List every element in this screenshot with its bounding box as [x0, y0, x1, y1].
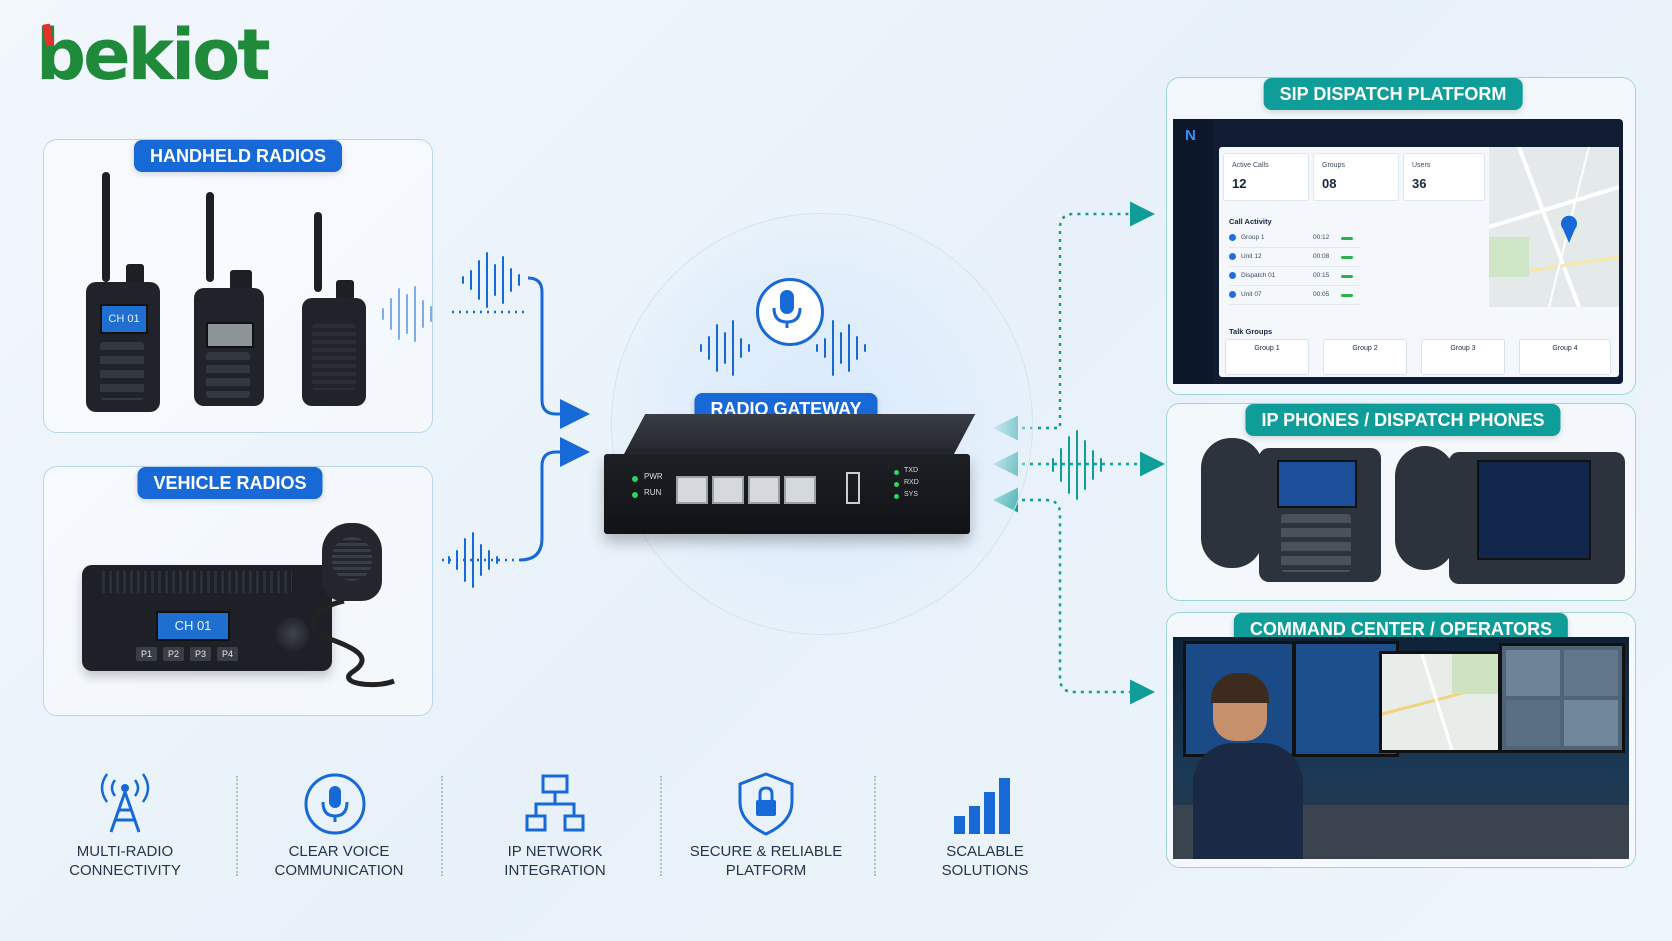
talk-group-card: Group 1 [1225, 339, 1309, 375]
handheld-radio-1: CH 01 [86, 172, 160, 412]
ip-phone-1 [1201, 438, 1381, 586]
pwr-label: PWR [644, 472, 663, 481]
usb-port [846, 472, 860, 504]
feature-divider [660, 776, 662, 876]
vehicle-button-p4: P4 [217, 647, 239, 661]
handheld-radios-panel: HANDHELD RADIOS CH 01 [43, 139, 433, 433]
vehicle-button-p1: P1 [136, 647, 158, 661]
ip-phones-panel: IP PHONES / DISPATCH PHONES [1166, 403, 1636, 601]
sys-label: SYS [904, 491, 919, 498]
vehicle-radio-screen: CH 01 [156, 611, 230, 641]
logo-text: bekiot [36, 14, 271, 96]
handheld-radio-3 [302, 212, 366, 406]
feature-divider [874, 776, 876, 876]
handheld-radios-label: HANDHELD RADIOS [133, 140, 343, 172]
handheld-wave-lower [382, 284, 452, 344]
vehicle-button-p2: P2 [163, 647, 185, 661]
signal-bars-icon [954, 778, 1010, 834]
vehicle-button-p3: P3 [190, 647, 212, 661]
talk-group-card: Group 2 [1323, 339, 1407, 375]
antenna-tower-icon [100, 773, 150, 833]
network-tree-icon [525, 774, 585, 832]
txd-label: TXD [904, 467, 918, 474]
run-label: RUN [644, 488, 662, 497]
handheld-radio-2 [194, 192, 264, 406]
feature-divider [236, 776, 238, 876]
phones-wave [1052, 430, 1122, 500]
rxd-label: RXD [904, 479, 919, 486]
ethernet-ports [676, 476, 816, 504]
vehicle-radio-unit: CH 01 P1 P2 P3 P4 [82, 565, 332, 671]
microphone-icon [304, 773, 366, 835]
radio-gateway-device: PWR RUN TXD RXD SYS [604, 414, 976, 534]
ip-phone-2 [1395, 446, 1625, 586]
volume-knob [276, 617, 310, 651]
sip-dispatch-label: SIP DISPATCH PLATFORM [1263, 78, 1523, 110]
call-activity-title: Call Activity [1229, 217, 1272, 226]
command-center-scene [1173, 637, 1629, 859]
gateway-voice-wave-left [700, 320, 760, 376]
vehicle-radios-panel: VEHICLE RADIOS CH 01 P1 P2 P3 P4 [43, 466, 433, 716]
dashboard-map [1489, 147, 1619, 307]
mic-coil-cable [311, 598, 395, 688]
vehicle-radios-label: VEHICLE RADIOS [137, 467, 323, 499]
gateway-voice-wave-right [816, 320, 876, 376]
operator-figure [1193, 673, 1303, 859]
handheld-wave-upper [462, 250, 532, 310]
talk-groups-title: Talk Groups [1229, 327, 1273, 336]
talk-group-card: Group 4 [1519, 339, 1611, 375]
handheld-mic [322, 523, 382, 601]
ip-phones-label: IP PHONES / DISPATCH PHONES [1245, 404, 1561, 436]
handheld-radio-screen: CH 01 [100, 304, 148, 334]
dashboard-sidebar: N [1173, 119, 1213, 384]
vehicle-wave [448, 532, 518, 588]
shield-lock-icon [738, 772, 794, 836]
feature-divider [441, 776, 443, 876]
talk-group-card: Group 3 [1421, 339, 1505, 375]
brand-logo: bekiot [36, 20, 271, 90]
microphone-icon [772, 290, 802, 328]
voice-mic-badge [756, 278, 824, 346]
